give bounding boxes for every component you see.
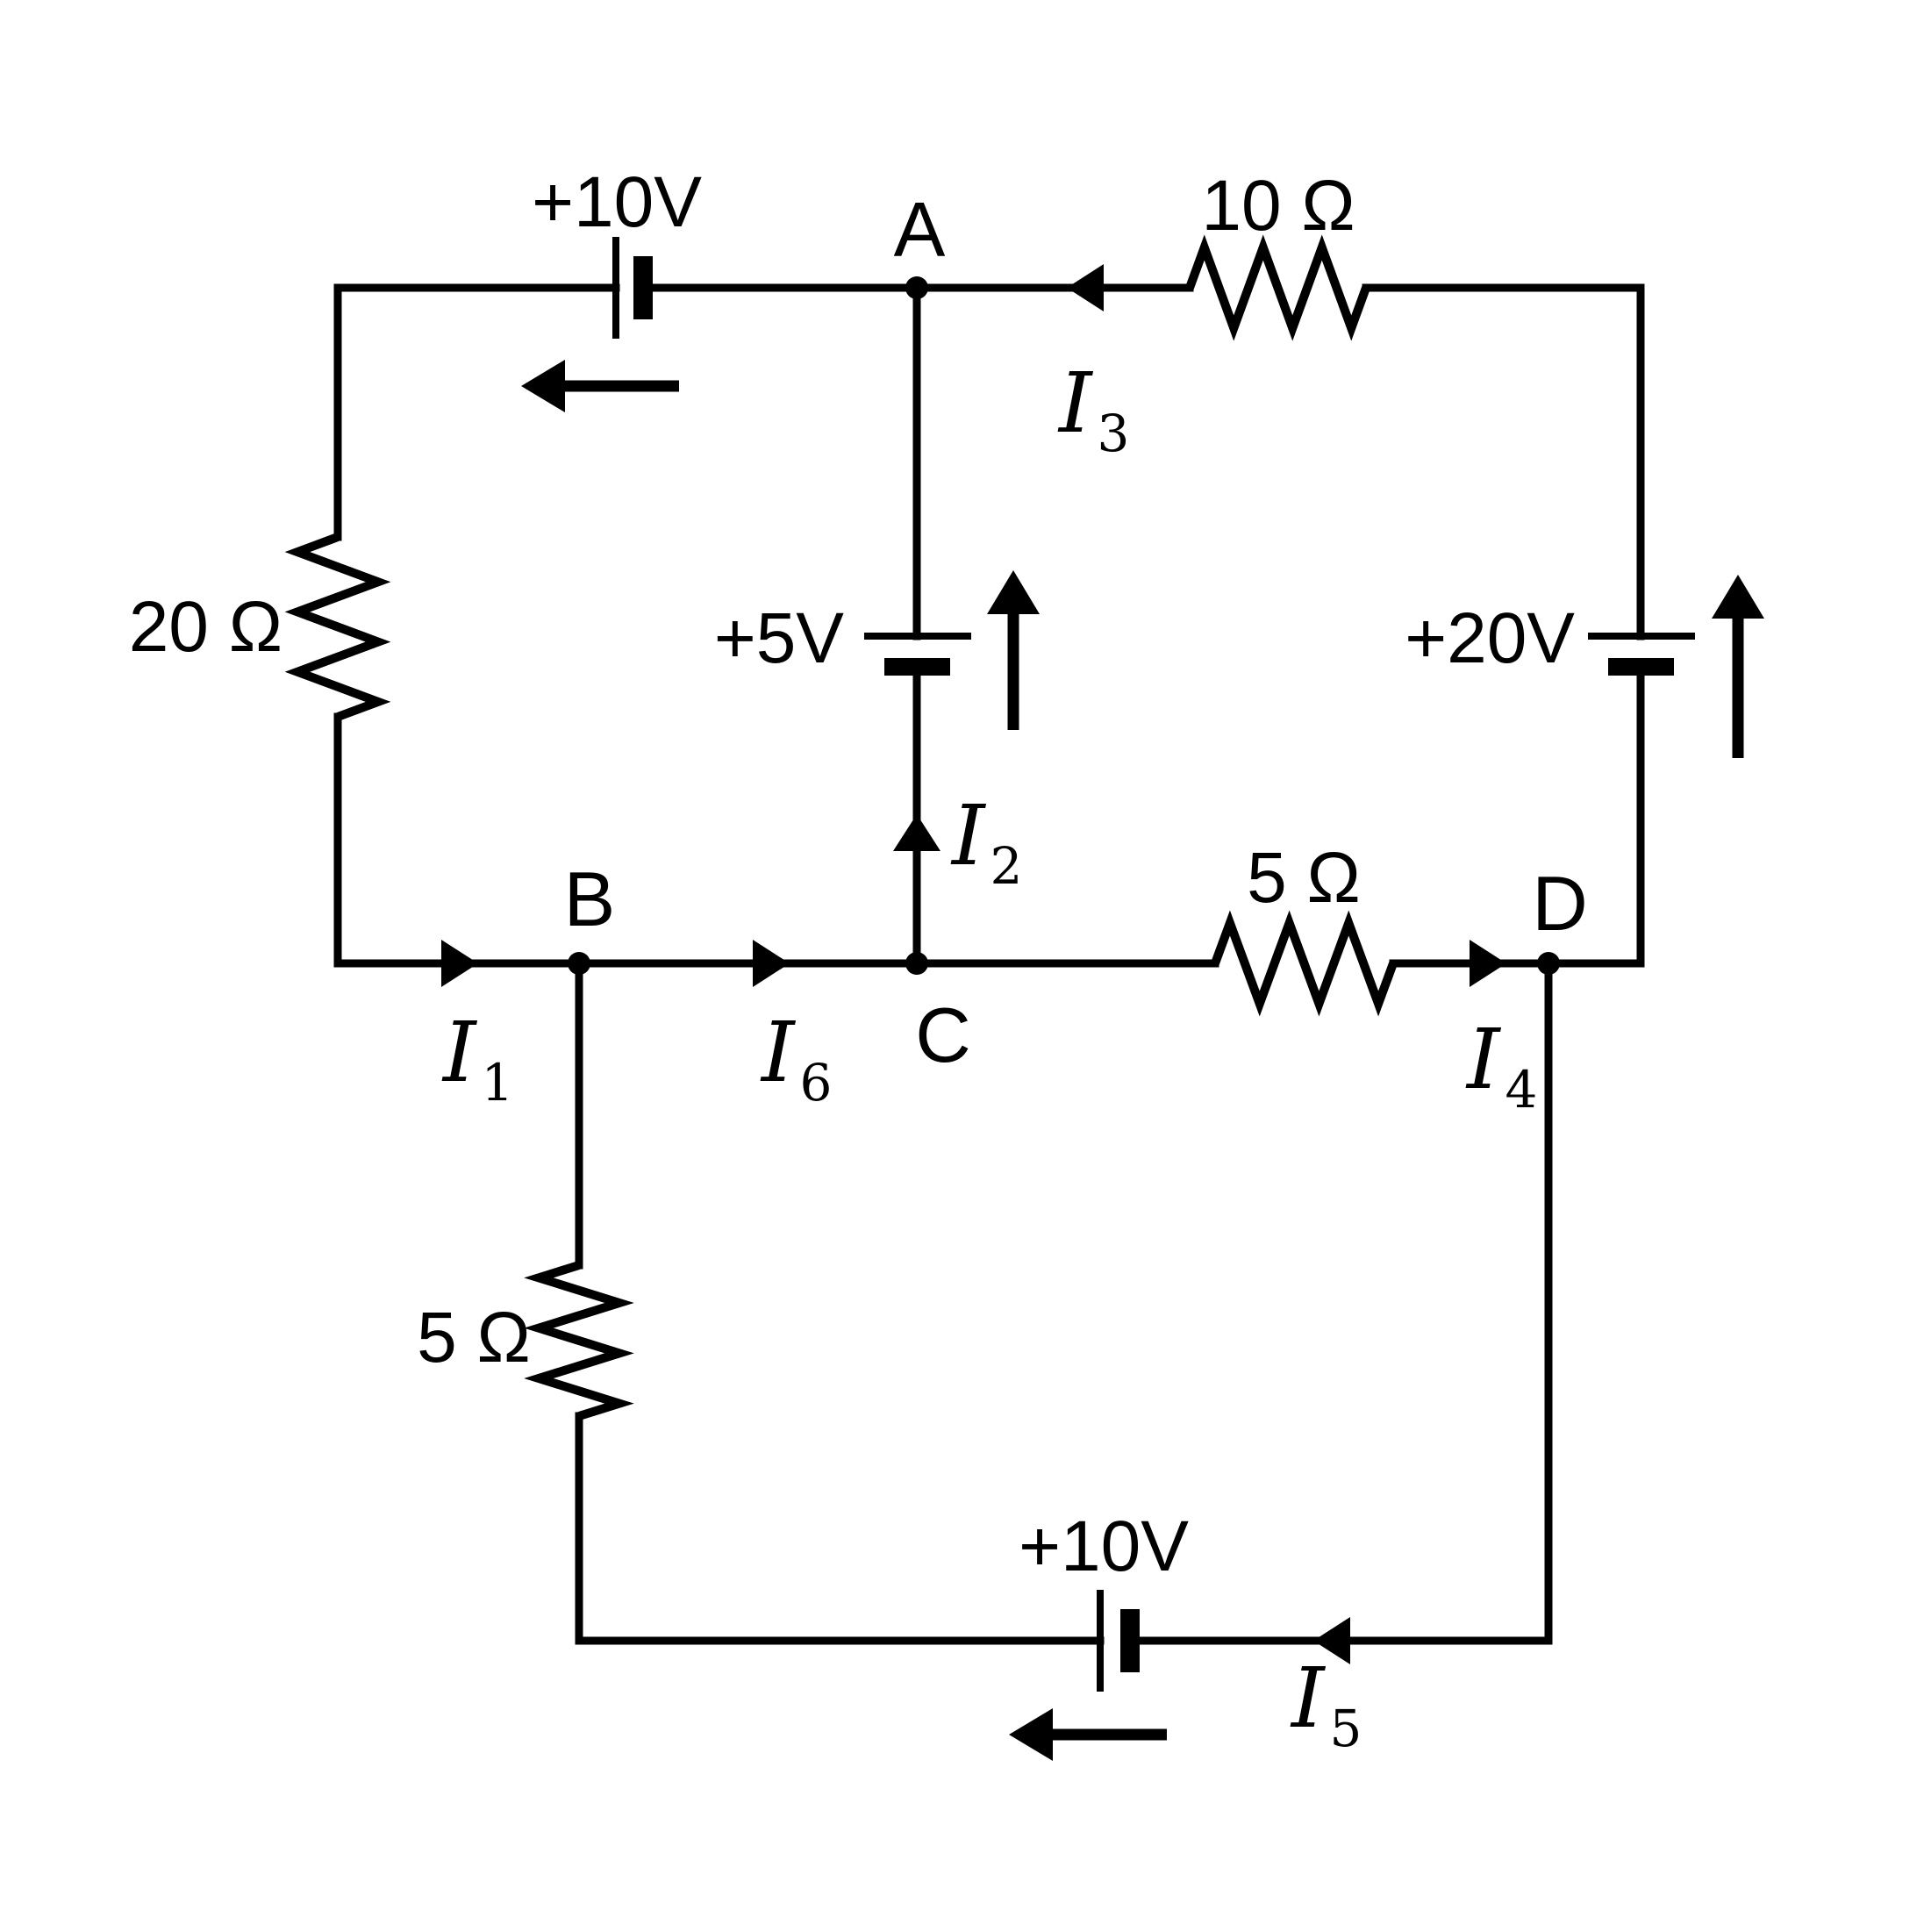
node-d-dot [1537,952,1560,975]
battery-10v-top-label: +10V [532,162,702,242]
node-a-label: A [894,186,946,273]
battery-20v-right-direction-arrow-head [1712,575,1764,619]
battery-10v-bottom-label: +10V [1019,1506,1189,1586]
node-b-label: B [564,855,616,942]
current-arrow-i2-head [893,814,940,851]
current-arrow-i6-label-subscript: 6 [800,1053,833,1113]
current-arrow-i2-label-subscript: 2 [991,836,1023,896]
current-arrow-i5-head [1313,1617,1350,1664]
node-d-label: D [1532,860,1588,947]
resistor-5ohm-middle-label: 5 Ω [1247,838,1361,918]
resistor-20ohm [284,533,391,721]
current-arrow-i1-label-subscript: 1 [482,1053,514,1113]
battery-5v-middle-label: +5V [714,598,844,678]
current-arrow-i5-label-subscript: 5 [1330,1699,1362,1758]
current-arrow-i3-head [1067,264,1104,311]
battery-10v-top-direction-arrow-head [521,360,565,412]
battery-10v-bottom-direction-arrow-head [1009,1708,1053,1761]
node-c-dot [905,952,928,975]
current-arrow-i6-head [753,940,790,987]
current-arrow-i1-head [441,940,478,987]
battery-5v-middle-direction-arrow-head [987,570,1040,614]
resistor-5ohm-bottom [524,1261,634,1420]
resistor-10ohm [1185,234,1370,341]
resistor-5ohm-bottom-label: 5 Ω [417,1298,531,1377]
resistor-5ohm-middle [1211,910,1398,1017]
resistor-10ohm-label: 10 Ω [1201,166,1355,246]
node-a-dot [905,276,928,299]
node-c-label: C [915,991,971,1078]
current-arrow-i3-label-subscript: 3 [1098,404,1130,463]
battery-20v-right-label: +20V [1405,598,1575,678]
current-arrow-i4-label-subscript: 4 [1505,1060,1538,1120]
resistor-20ohm-label: 20 Ω [129,587,282,667]
current-arrow-i4-head [1470,940,1506,987]
node-b-dot [568,952,590,975]
